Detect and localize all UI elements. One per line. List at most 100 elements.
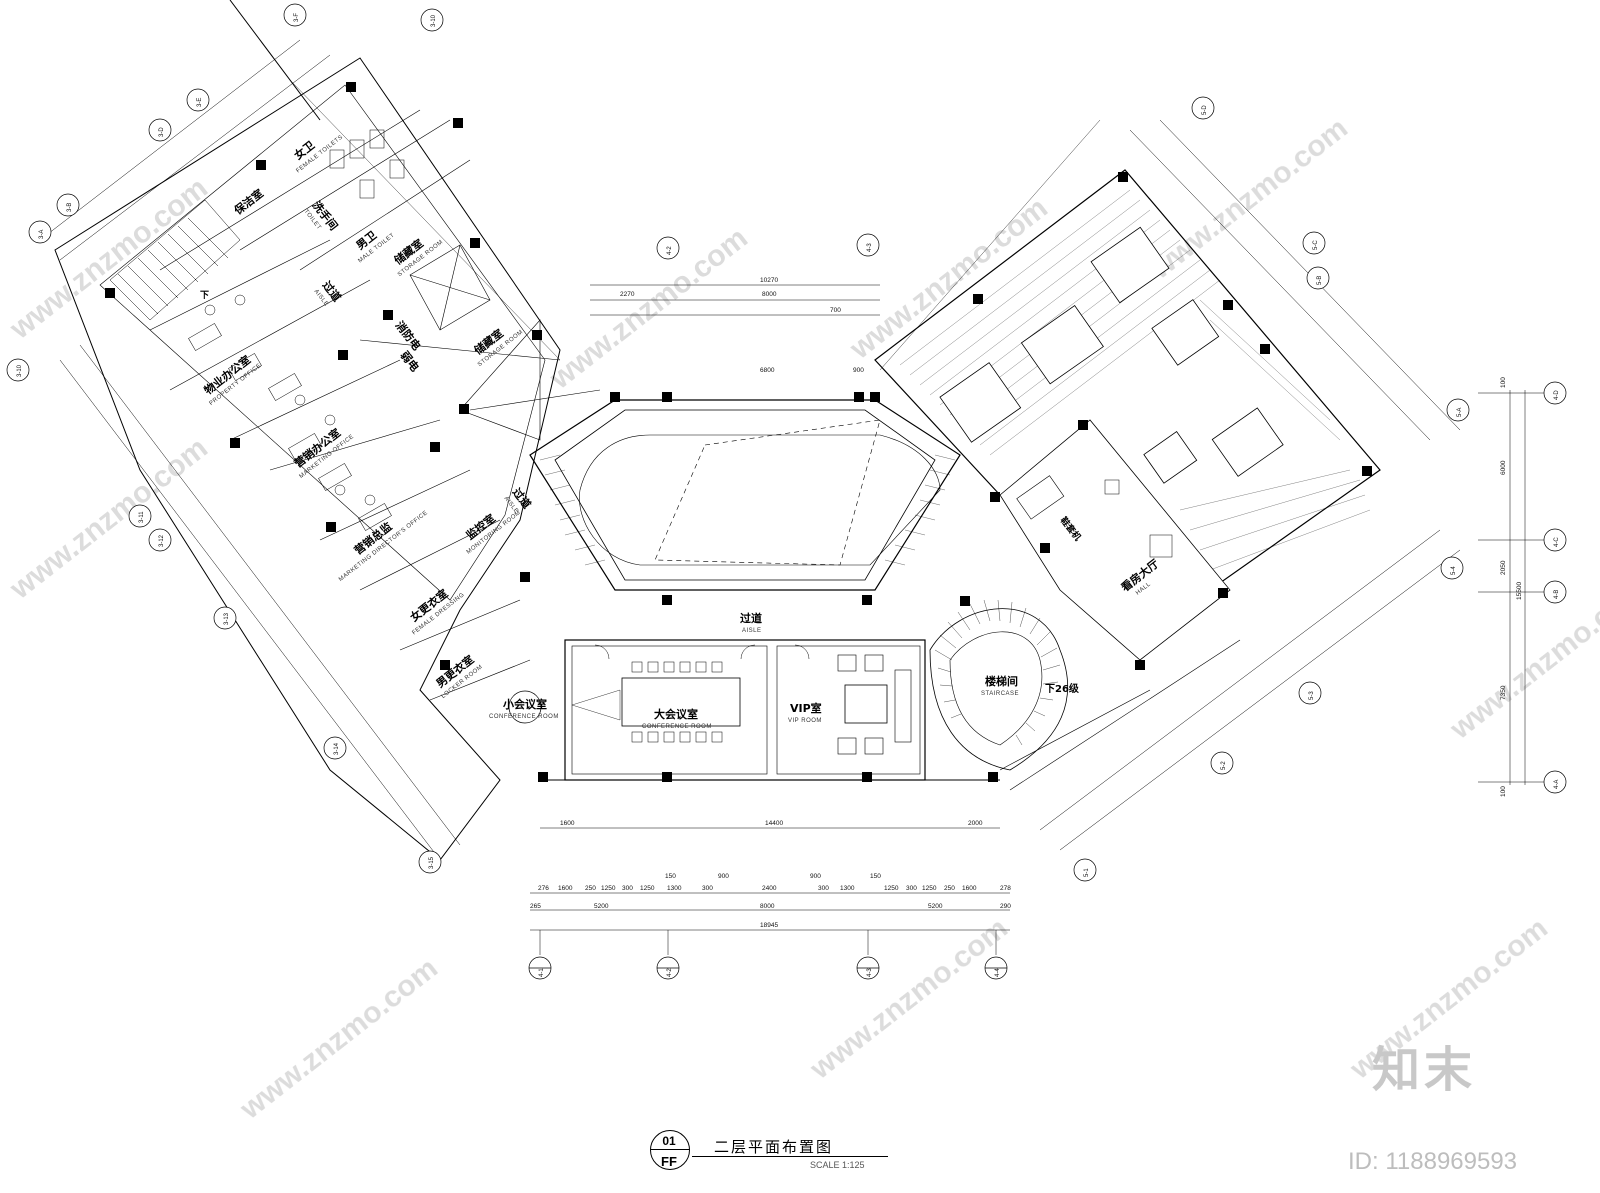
dim-bottom-1: 1600 [560, 820, 575, 827]
stair-down-note-left: 下 [200, 290, 209, 301]
grid-label: 3-11 [139, 511, 145, 523]
brand-watermark-logo: 知末 [1372, 1042, 1477, 1098]
room-label-cn: 小会议室 [502, 697, 547, 711]
grid-label: 3-E [197, 98, 203, 107]
room-large-conference: 大会议室 CONFERENCE ROOM [642, 707, 712, 730]
grid-label: 3-F [294, 13, 300, 22]
watermark-text: www.znzmo.com [233, 951, 444, 1126]
toilet-stalls [329, 129, 405, 199]
dim-top: 900 [853, 367, 864, 374]
dim-bottom-2: 278 [1000, 885, 1011, 892]
dim-top: 8000 [762, 291, 777, 298]
grid-labels: 4-1 4-2 4-3 4-4 4-A 4-B 4-C 4-D 4-2 4-3 … [17, 13, 1560, 977]
room-label-cn: 楼梯间 [985, 674, 1018, 688]
dimension-texts: 1600 14400 2000 276 1600 250 1250 300 12… [530, 277, 1523, 929]
dim-right: 100 [1500, 786, 1507, 797]
drawing-title: 二层平面布置图 [714, 1138, 834, 1156]
grid-label: 5-4 [1451, 566, 1457, 575]
dim-bottom-3: 265 [530, 903, 541, 910]
room-locker: 男更衣室 LOCKER ROOM [433, 652, 484, 700]
watermark-layer: www.znzmo.com www.znzmo.com www.znzmo.co… [3, 111, 1600, 1126]
watermark-text: www.znzmo.com [543, 221, 754, 396]
dim-bottom-2: 1250 [601, 885, 616, 892]
drawing-sheet: FF [661, 1154, 677, 1169]
dim-bottom-2: 1250 [640, 885, 655, 892]
grid-label: 5-B [1317, 276, 1323, 285]
dim-bottom-1: 14400 [765, 820, 783, 827]
dim-right: 6000 [1500, 460, 1507, 475]
room-cleaning: 保洁室 [230, 186, 265, 218]
dim-bottom-2: 300 [622, 885, 633, 892]
left-wing [54, 0, 561, 861]
dim-bottom-total: 18945 [760, 922, 778, 929]
dim-bottom-2: 900 [718, 873, 729, 880]
watermark-text: www.znzmo.com [803, 911, 1014, 1086]
dim-bottom-2: 250 [944, 885, 955, 892]
grid-label: 4-C [1554, 537, 1560, 547]
dim-bottom-2: 1300 [840, 885, 855, 892]
room-label-cn: 监控室 [463, 511, 498, 542]
room-label-cn: 弱电 [398, 348, 423, 374]
drawing-number: 01 [662, 1134, 676, 1148]
grid-label: 4-A [1554, 780, 1560, 789]
dim-bottom-2: 276 [538, 885, 549, 892]
dim-bottom-3: 5200 [928, 903, 943, 910]
grid-label: 4-4 [995, 968, 1001, 977]
room-label-cn: 消防电 [393, 318, 424, 353]
room-toilet: 洗手间 TOILET [303, 198, 341, 233]
aisle-left: 过道 AISLE [313, 278, 345, 308]
room-marketing-office: 营销办公室 MARKETING OFFICE [291, 425, 355, 479]
dim-right: 2050 [1500, 560, 1507, 575]
grid-label: 4-1 [539, 968, 545, 977]
watermark-id: ID: 1188969593 [1348, 1148, 1518, 1175]
room-label-cn: 过道 [740, 611, 762, 625]
grid-label: 3-13 [224, 612, 230, 625]
office-desks [188, 294, 392, 531]
dim-top: 700 [830, 307, 841, 314]
room-small-conference: 小会议室 CONFERENCE ROOM [489, 697, 559, 720]
stair-hatch [109, 199, 241, 321]
dim-bottom-2: 150 [665, 873, 676, 880]
room-label-en: CONFERENCE ROOM [642, 724, 712, 730]
room-marketing-director: 营销总监 MARKETING DIRECTOR'S OFFICE [338, 510, 429, 583]
dim-right-total: 15500 [1516, 582, 1523, 600]
dim-bottom-2: 2400 [762, 885, 777, 892]
grid-label: 3-12 [159, 534, 165, 547]
grid-label: 3-A [39, 230, 45, 239]
elevator-shafts [409, 244, 491, 331]
drawing-title-block: 01 FF 二层平面布置图 SCALE 1:125 [646, 1130, 906, 1188]
dim-bottom-2: 300 [818, 885, 829, 892]
room-label-en: CONFERENCE ROOM [489, 714, 559, 720]
dim-bottom-2: 150 [870, 873, 881, 880]
room-label-cn: 储藏室 [391, 236, 426, 267]
structural-columns [105, 82, 1372, 782]
grid-label: 4-3 [867, 968, 873, 977]
room-storage-1: 储藏室 STORAGE ROOM [391, 236, 444, 278]
grid-label: 4-B [1554, 590, 1560, 599]
drawing-number-circle [650, 1130, 690, 1170]
dim-top: 2270 [620, 291, 635, 298]
grid-label: 3-10 [431, 14, 437, 27]
room-staircase: 楼梯间 STAIRCASE [981, 674, 1019, 697]
room-female-toilet: 女卫 FEMALE TOILETS [291, 134, 344, 174]
room-vip: VIP室 VIP ROOM [788, 701, 822, 724]
room-storage-2: 储藏室 STORAGE ROOM [471, 326, 524, 368]
dim-right: 100 [1500, 377, 1507, 388]
grid-label: 3-10 [17, 364, 23, 377]
grid-label: 3-15 [429, 856, 435, 869]
room-property-office: 物业办公室 PROPERTY OFFICE [201, 352, 262, 406]
grid-label: 5-3 [1309, 691, 1315, 700]
grid-label: 3-14 [334, 742, 340, 755]
grid-label: 5-C [1313, 240, 1319, 250]
bottom-rooms [540, 639, 1000, 781]
dim-bottom-2: 1250 [922, 885, 937, 892]
watermark-text: www.znzmo.com [843, 191, 1054, 366]
dim-bottom-2: 300 [702, 885, 713, 892]
room-label-cn: VIP室 [790, 701, 822, 715]
room-label-en: VIP ROOM [788, 718, 822, 724]
dim-bottom-2: 1600 [962, 885, 977, 892]
dim-bottom-2: 1600 [558, 885, 573, 892]
room-label-en: AISLE [742, 628, 762, 634]
grid-label: 5-1 [1084, 868, 1090, 877]
watermark-text: www.znzmo.com [1143, 111, 1354, 286]
